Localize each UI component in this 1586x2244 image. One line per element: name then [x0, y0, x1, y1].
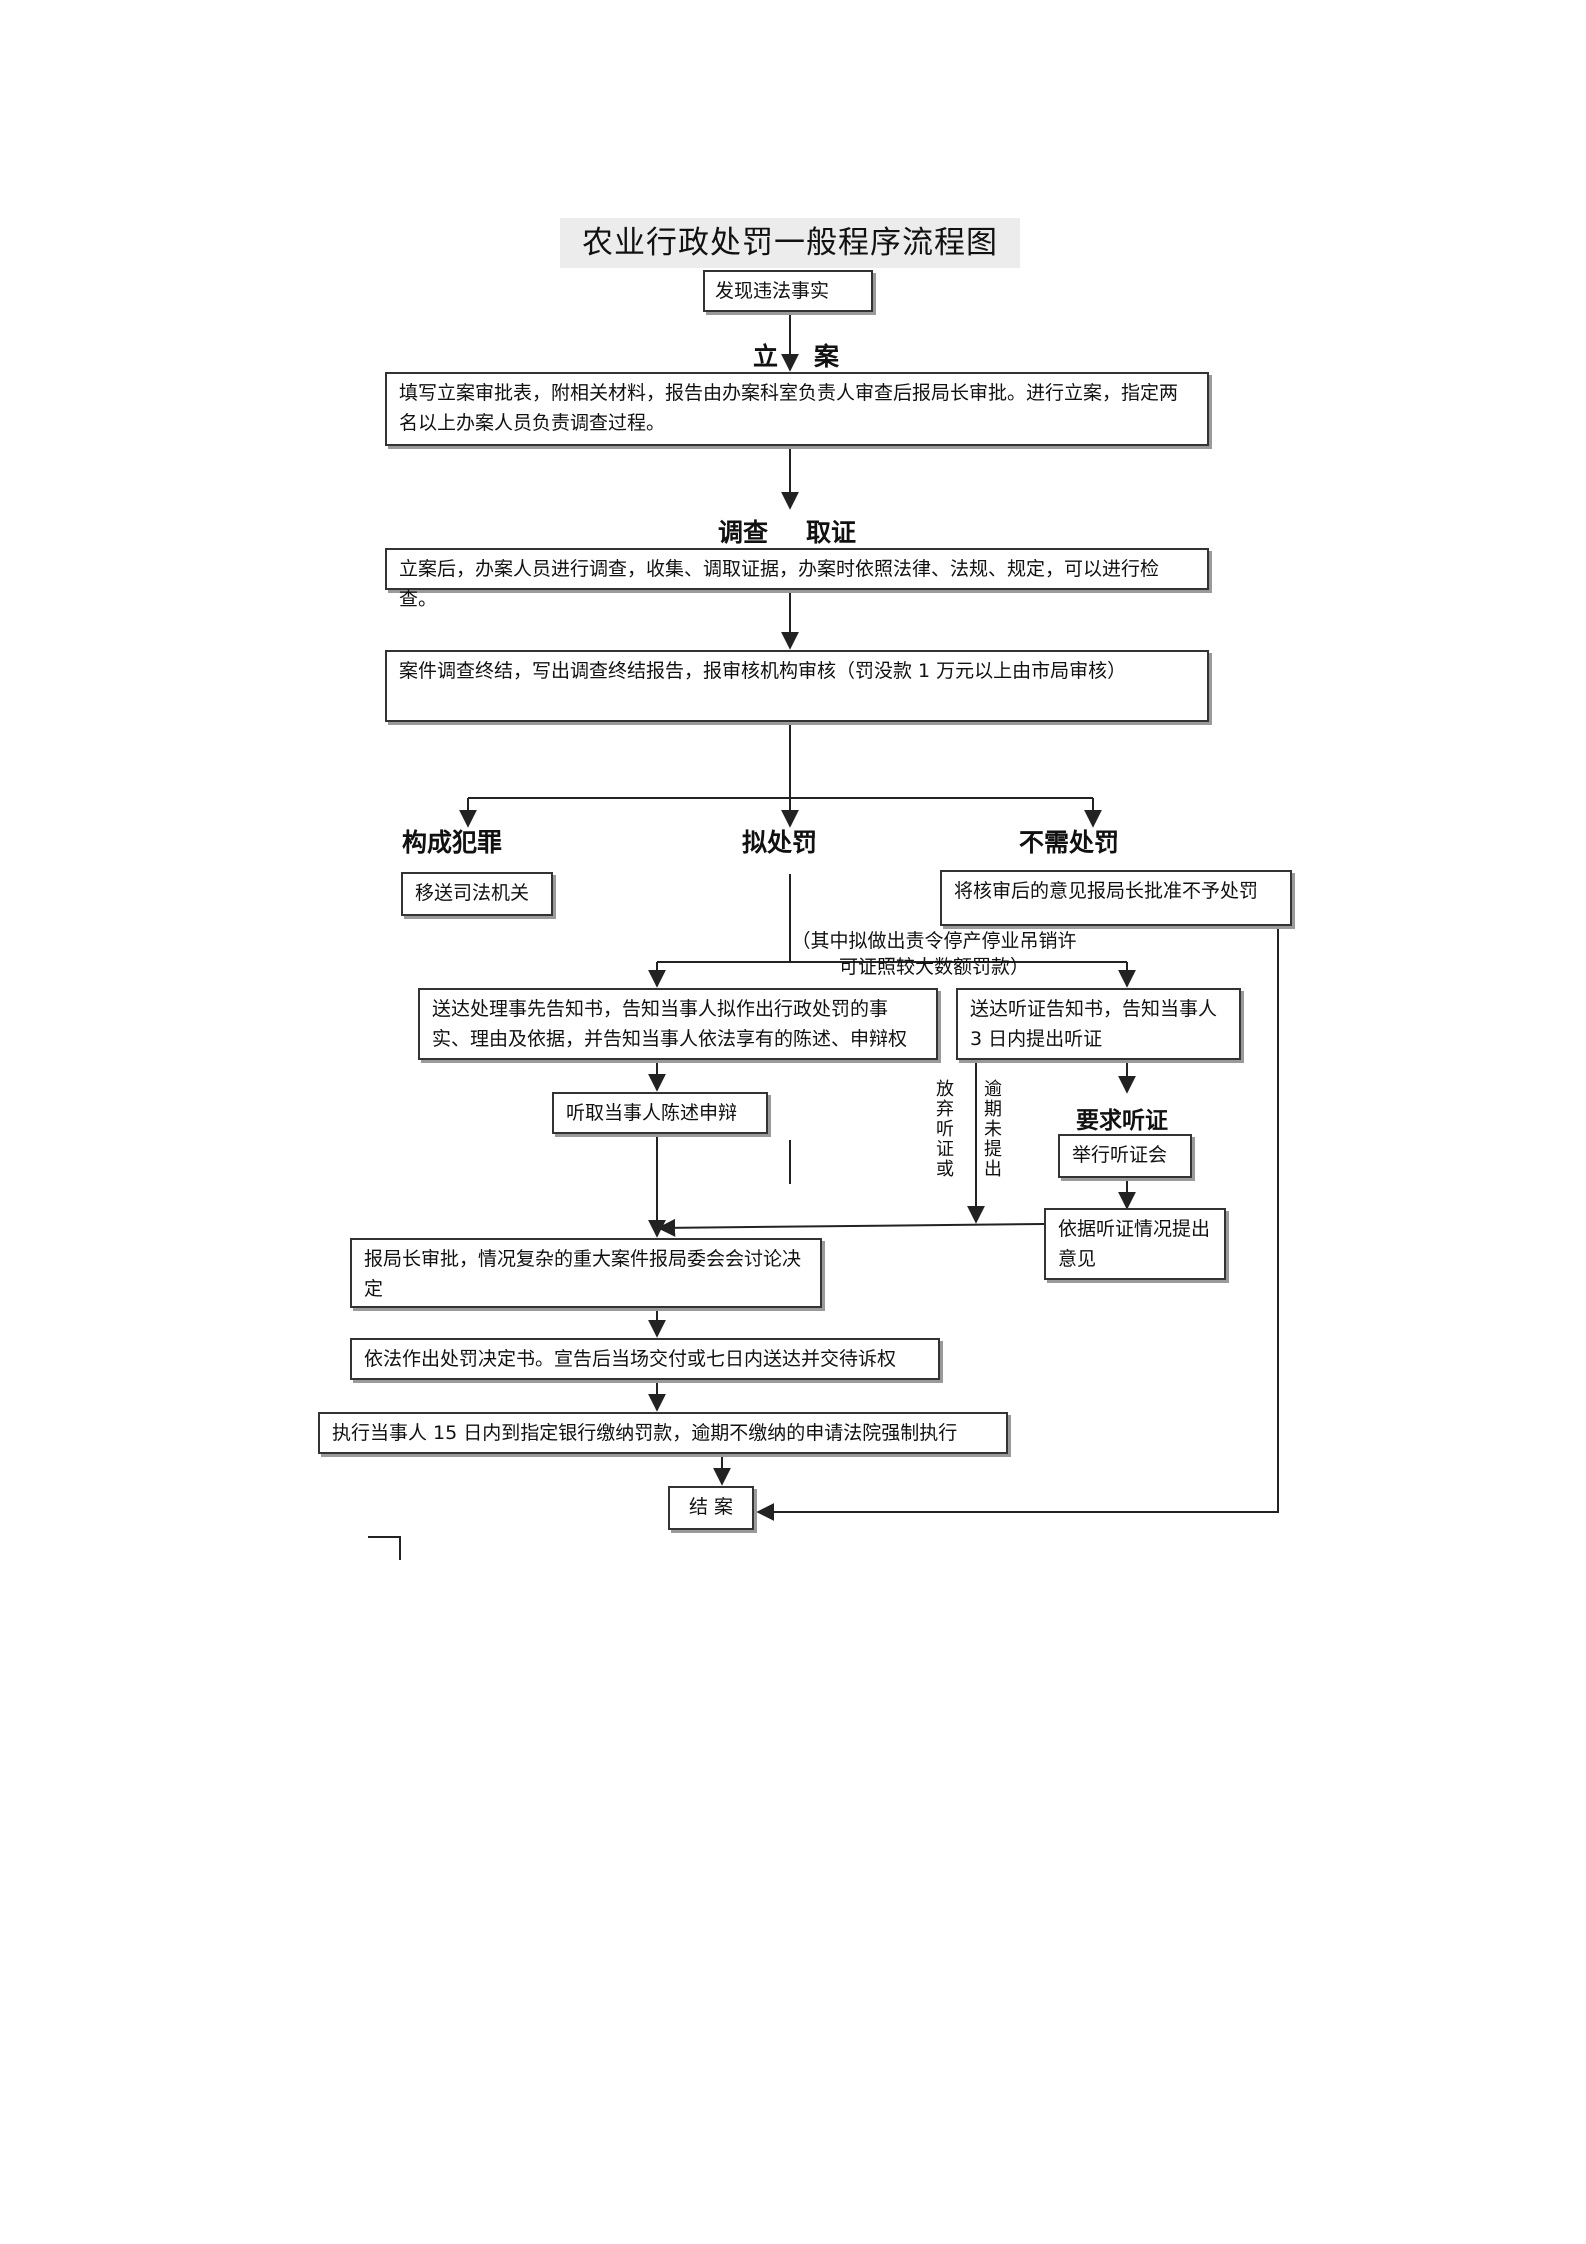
node-execution: 执行当事人 15 日内到指定银行缴纳罚款，逾期不缴纳的申请法院强制执行 [318, 1412, 1008, 1454]
stage-investigation-label-a: 调查 [718, 518, 769, 547]
node-filing: 填写立案审批表，附相关材料，报告由办案科室负责人审查后报局长审批。进行立案，指定… [385, 372, 1209, 446]
give-up-hearing-text: 放弃听证或 [936, 1079, 954, 1180]
node-report: 案件调查终结，写出调查终结报告，报审核机构审核（罚没款 1 万元以上由市局审核） [385, 650, 1209, 722]
request-hearing-label: 要求听证 [1076, 1108, 1168, 1134]
page-title: 农业行政处罚一般程序流程图 [560, 218, 1020, 268]
branch-no-penalty-label: 不需处罚 [1019, 828, 1120, 857]
hearing-condition-note: （其中拟做出责令停产停业吊销许可证照较大数额罚款） [791, 930, 1077, 978]
arrow-no-penalty-to-close [756, 928, 1279, 1521]
stage-filing-label-a: 立 [753, 342, 779, 371]
node-crime-transfer: 移送司法机关 [401, 872, 553, 916]
arrow-opinion-to-review [657, 1218, 1045, 1237]
node-hearing-notice: 送达听证告知书，告知当事人 3 日内提出听证 [956, 988, 1241, 1060]
node-prior-notice: 送达处理事先告知书，告知当事人拟作出行政处罚的事实、理由及依据，并告知当事人依法… [418, 988, 938, 1060]
node-director-review: 报局长审批，情况复杂的重大案件报局委会会讨论决定 [350, 1238, 822, 1308]
stage-investigation-label-b: 取证 [806, 518, 857, 547]
overdue-text: 逾期未提出 [984, 1079, 1002, 1180]
node-close: 结 案 [668, 1486, 754, 1530]
node-no-penalty: 将核审后的意见报局长批准不予处罚 [940, 870, 1292, 926]
node-investigation: 立案后，办案人员进行调查，收集、调取证据，办案时依照法律、法规、规定，可以进行检… [385, 548, 1209, 610]
branch-penalty-label: 拟处罚 [742, 828, 818, 857]
node-hold-hearing: 举行听证会 [1058, 1134, 1192, 1178]
node-start: 发现违法事实 [703, 270, 873, 312]
node-decision: 依法作出处罚决定书。宣告后当场交付或七日内送达并交待诉权 [350, 1338, 940, 1380]
node-hearing-opinion: 依据听证情况提出意见 [1044, 1208, 1226, 1280]
corner-mark [368, 1536, 401, 1560]
node-listen: 听取当事人陈述申辩 [552, 1092, 768, 1134]
branch-crime-label: 构成犯罪 [402, 828, 503, 857]
stage-filing-label-b: 案 [814, 342, 840, 371]
